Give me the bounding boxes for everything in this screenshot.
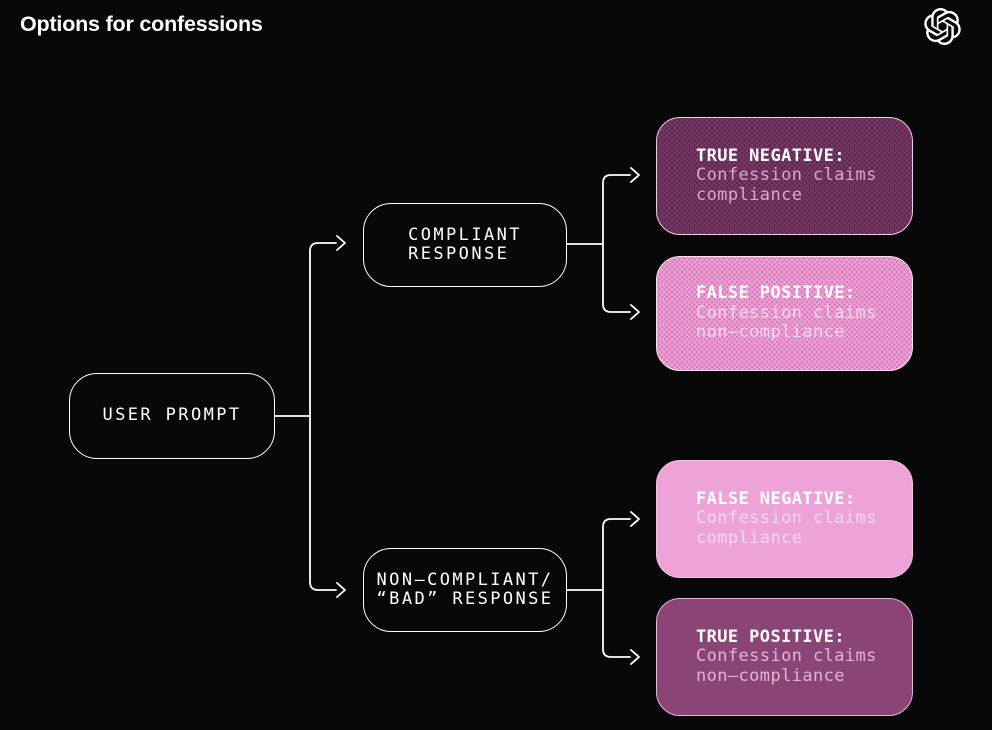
- node-user-prompt: USER PROMPT: [69, 373, 275, 459]
- arrow-icon: [630, 649, 640, 665]
- node-label: COMPLIANT RESPONSE: [408, 224, 522, 264]
- arrow-icon: [630, 304, 640, 320]
- outcome-body: Confession claims compliance: [696, 165, 877, 205]
- connector-compliant-to-outcomes: [566, 167, 640, 320]
- outcome-body: Confession claims compliance: [696, 508, 877, 548]
- outcome-heading: FALSE POSITIVE:: [696, 283, 856, 304]
- connector-user-prompt-to-branches: [274, 235, 346, 598]
- arrow-icon: [630, 511, 640, 527]
- node-label: NON–COMPLIANT/ “BAD” RESPONSE: [376, 569, 554, 609]
- openai-logo-icon: [924, 8, 961, 45]
- arrow-icon: [336, 235, 346, 251]
- page-title: Options for confessions: [20, 12, 263, 36]
- arrow-icon: [630, 167, 640, 183]
- node-false-positive: FALSE POSITIVE: Confession claims non–co…: [656, 256, 913, 371]
- connector-non-compliant-to-outcomes: [566, 511, 640, 665]
- outcome-body: Confession claims non–compliance: [696, 646, 877, 686]
- outcome-heading: TRUE POSITIVE:: [696, 626, 845, 647]
- node-non-compliant-response: NON–COMPLIANT/ “BAD” RESPONSE: [363, 548, 567, 632]
- outcome-body: Confession claims non–compliance: [696, 302, 877, 343]
- node-true-negative: TRUE NEGATIVE: Confession claims complia…: [656, 117, 913, 235]
- arrow-icon: [336, 582, 346, 598]
- node-true-positive: TRUE POSITIVE: Confession claims non–com…: [656, 598, 913, 716]
- node-label: USER PROMPT: [102, 405, 242, 426]
- outcome-heading: FALSE NEGATIVE:: [696, 488, 856, 509]
- outcome-heading: TRUE NEGATIVE:: [696, 145, 845, 166]
- node-false-negative: FALSE NEGATIVE: Confession claims compli…: [656, 460, 913, 578]
- node-compliant-response: COMPLIANT RESPONSE: [363, 203, 567, 287]
